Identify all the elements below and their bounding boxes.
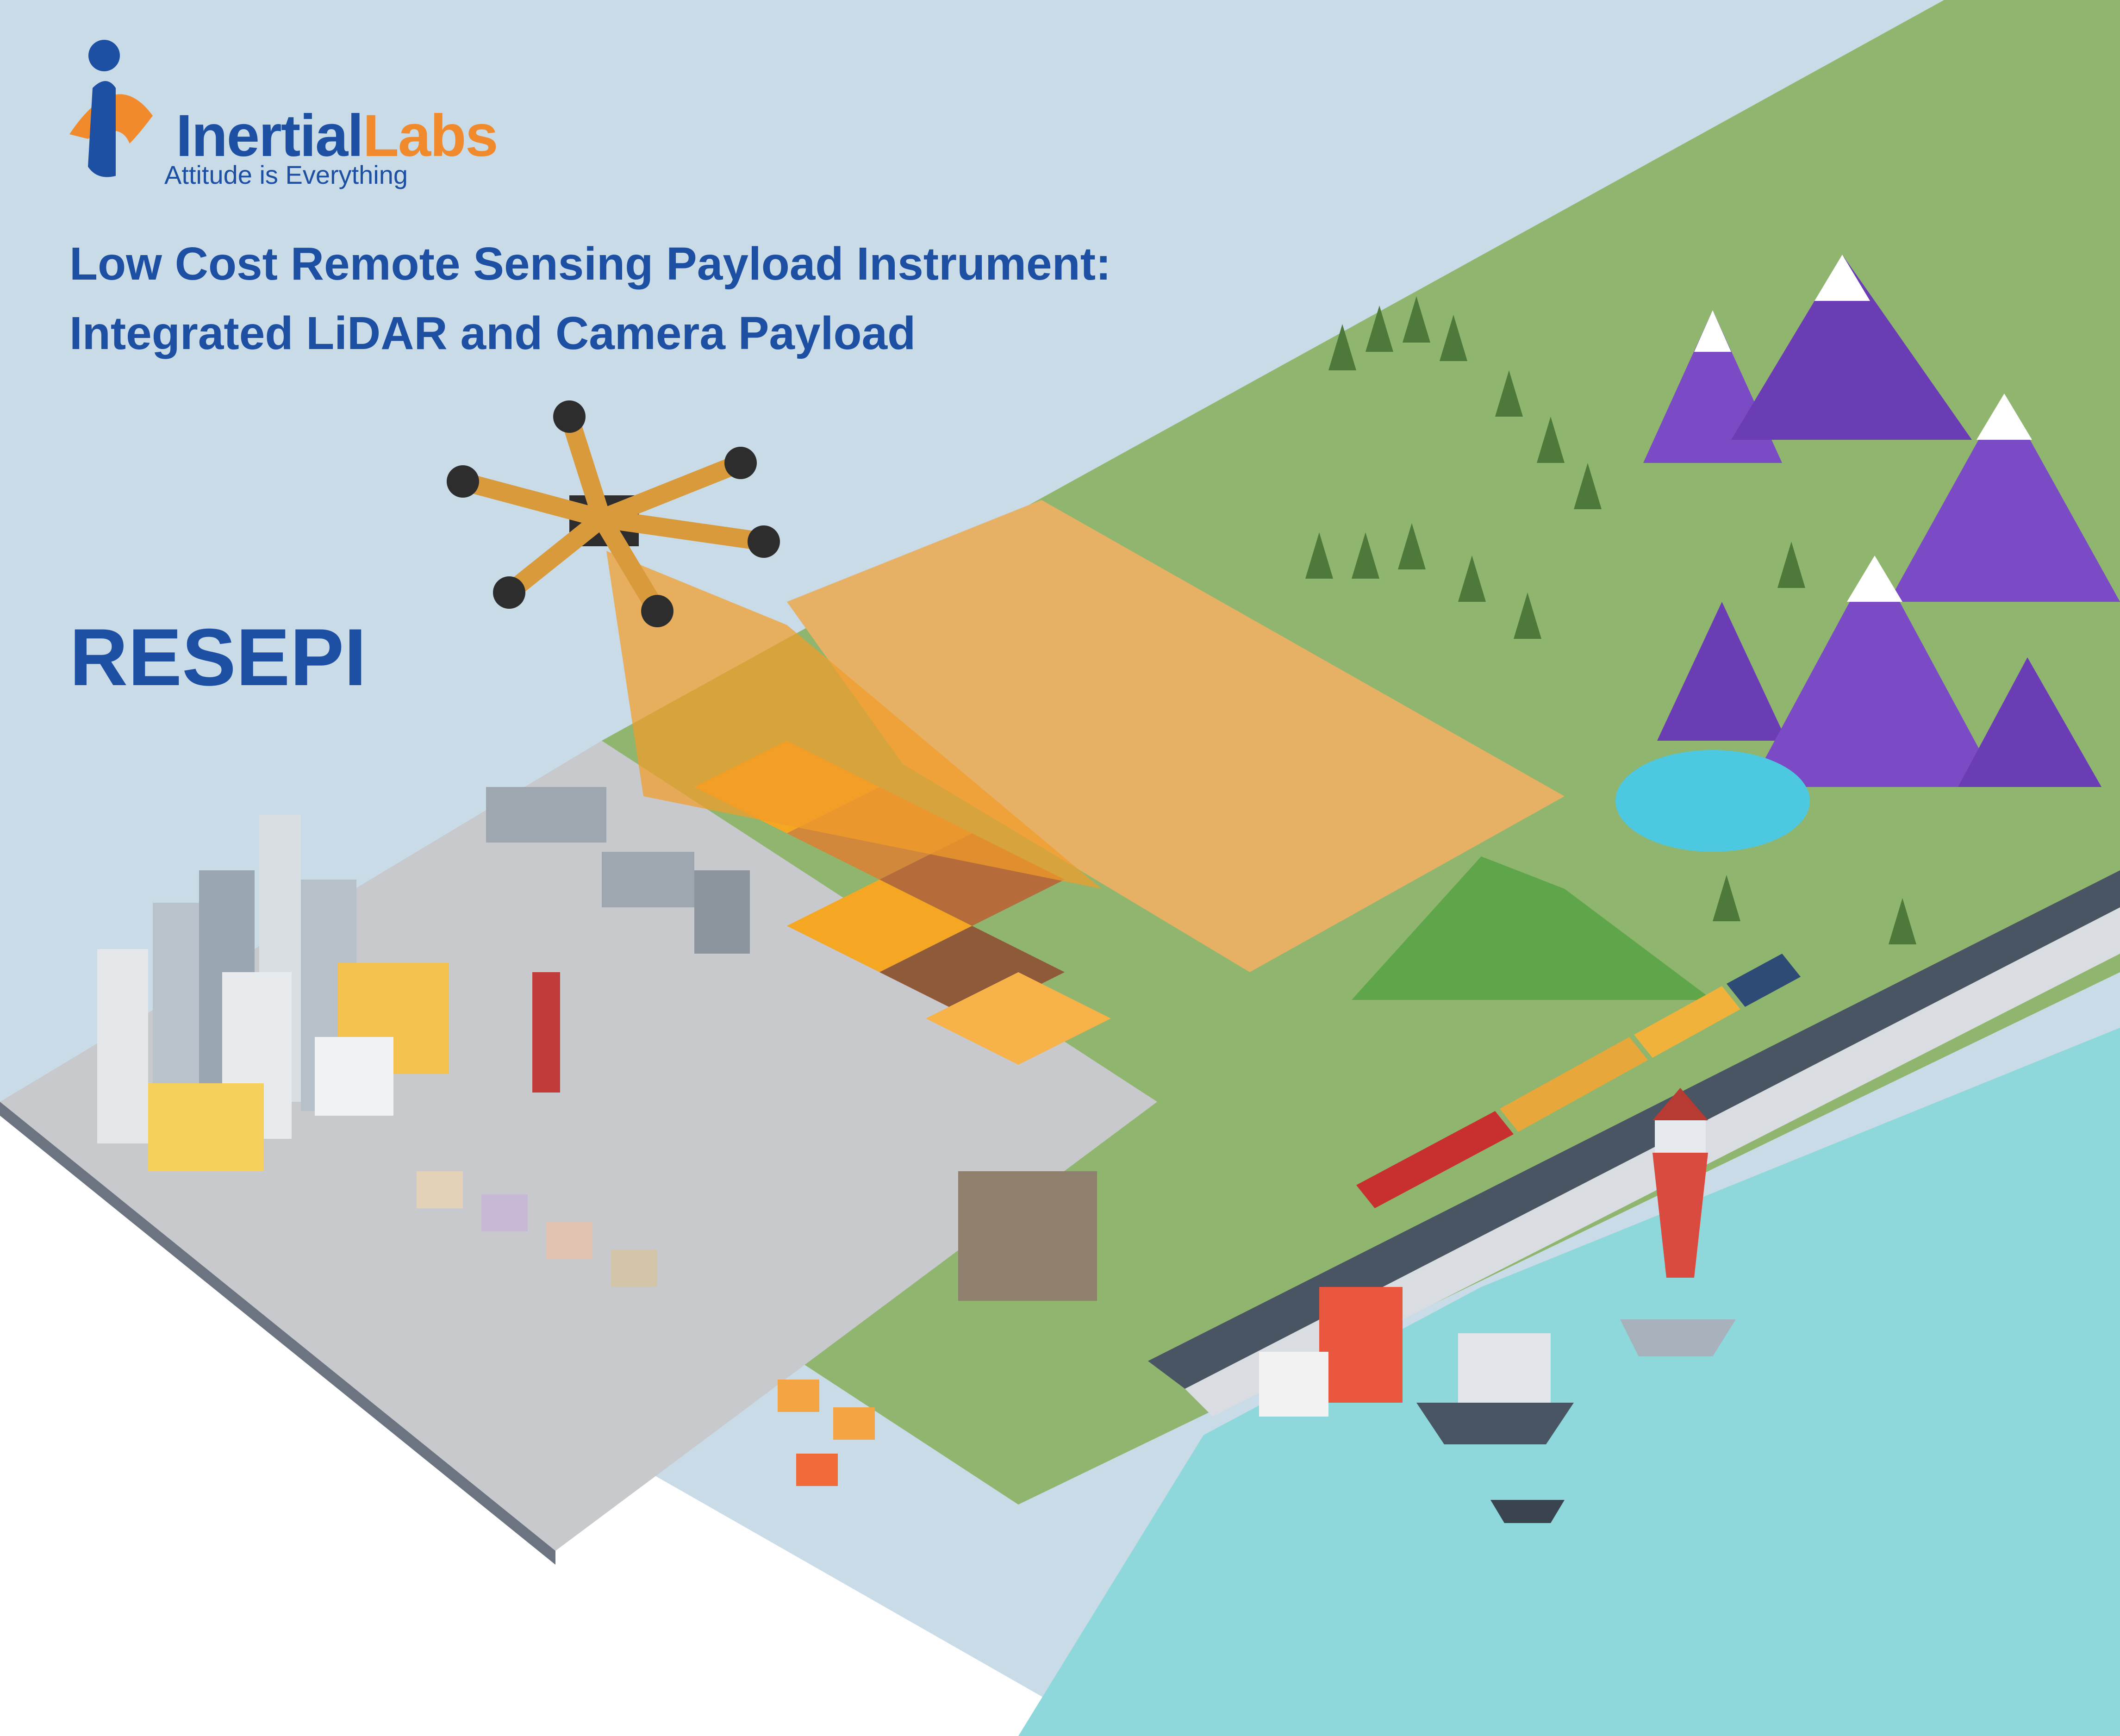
logo-name-part1: Inertial xyxy=(176,103,364,169)
drone-icon xyxy=(447,400,780,627)
factory-icon xyxy=(486,787,750,1093)
title-line-1: Low Cost Remote Sensing Payload Instrume… xyxy=(69,238,1111,290)
product-name: RESEPI xyxy=(69,612,367,703)
title-line-2: Integrated LiDAR and Camera Payload xyxy=(69,307,916,359)
train-icon xyxy=(1356,954,1801,1208)
lake xyxy=(1615,750,1810,852)
logo-mark-icon xyxy=(69,40,153,177)
logo: InertialLabs Attitude is Everything xyxy=(60,37,498,194)
logo-name: InertialLabs xyxy=(176,102,499,170)
city-icon xyxy=(97,815,449,1171)
forest xyxy=(1305,296,1916,944)
green-hill xyxy=(1352,856,1713,1000)
city-edge xyxy=(0,1102,555,1565)
lidar-beam xyxy=(606,551,1102,889)
coast-road xyxy=(1148,870,2120,1389)
mountains xyxy=(1643,255,2120,787)
desert-area xyxy=(787,500,1565,972)
ship-icon xyxy=(1416,1319,1736,1523)
logo-tagline: Attitude is Everything xyxy=(164,160,408,189)
ocean xyxy=(1018,1028,2120,1736)
page-title: Low Cost Remote Sensing Payload Instrume… xyxy=(69,229,1111,368)
lighthouse-icon xyxy=(1652,1088,1708,1278)
port-buildings xyxy=(958,1171,1403,1417)
residential-houses xyxy=(417,1171,875,1486)
pier xyxy=(1185,907,2120,1417)
logo-name-part2: Labs xyxy=(362,103,499,169)
